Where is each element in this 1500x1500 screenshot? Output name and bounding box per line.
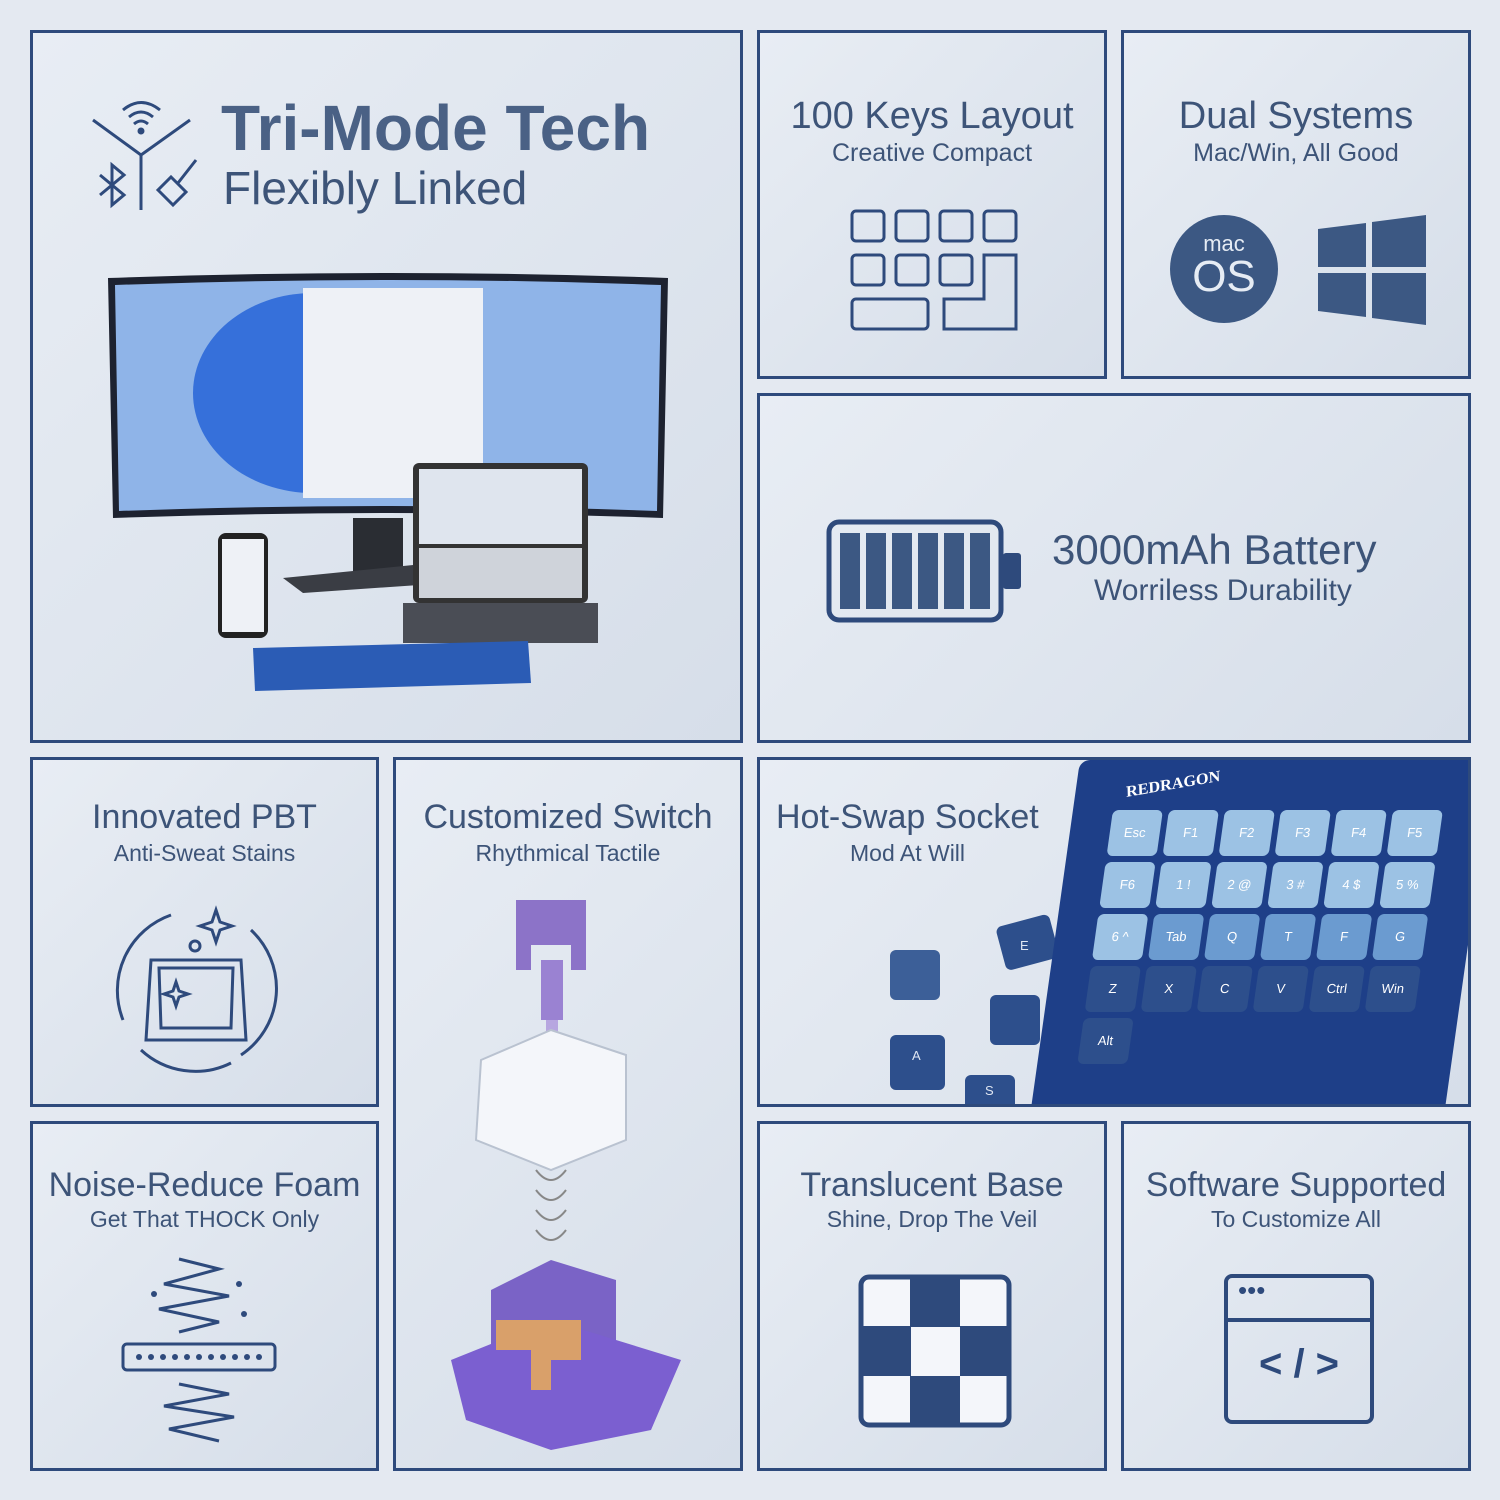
devices-illustration — [108, 273, 668, 691]
keycap: X — [1140, 966, 1198, 1012]
dual-systems-subtitle: Mac/Win, All Good — [1193, 139, 1399, 167]
keys-layout-subtitle: Creative Compact — [831, 139, 1033, 167]
keycap: Q — [1203, 914, 1261, 960]
panel-software: Software Supported To Customize All ••• … — [1121, 1121, 1471, 1471]
tri-mode-title: Tri-Mode Tech — [221, 92, 651, 164]
checker-icon — [858, 1274, 1012, 1428]
panel-translucent: Translucent Base Shine, Drop The Veil — [757, 1121, 1107, 1471]
keycap: F3 — [1274, 810, 1331, 856]
code-window-icon: ••• < / > — [1224, 1274, 1374, 1424]
tri-mode-subtitle: Flexibly Linked — [223, 162, 528, 214]
keycap: Esc — [1106, 810, 1163, 856]
panel-switch: Customized Switch Rhythmical Tactile — [393, 757, 743, 1471]
keycap: C — [1196, 966, 1254, 1012]
panel-tri-mode: Tri-Mode Tech Flexibly Linked — [30, 30, 743, 743]
keycap: 4 $ — [1323, 862, 1380, 908]
keycap: F — [1315, 914, 1373, 960]
keycap: T — [1259, 914, 1317, 960]
keycap: 2 @ — [1211, 862, 1268, 908]
translucent-subtitle: Shine, Drop The Veil — [826, 1206, 1038, 1232]
loose-key-a: A — [912, 1048, 921, 1063]
hot-swap-title: Hot-Swap Socket — [776, 798, 1039, 836]
panel-battery: 3000mAh Battery Worriless Durability — [757, 393, 1471, 743]
keycap: V — [1252, 966, 1310, 1012]
switch-title: Customized Switch — [423, 798, 713, 836]
loose-key-s: S — [985, 1083, 994, 1098]
redragon-logo: REDRAGON — [1125, 768, 1221, 801]
keycap: 5 % — [1379, 862, 1436, 908]
battery-subtitle: Worriless Durability — [1094, 574, 1352, 607]
panel-hot-swap: Hot-Swap Socket Mod At Will E A S REDRAG… — [757, 757, 1471, 1107]
foam-subtitle: Get That THOCK Only — [89, 1206, 320, 1232]
foam-title: Noise-Reduce Foam — [48, 1166, 361, 1204]
wireless-bluetooth-usb-icon — [92, 101, 198, 210]
macos-logo: mac OS — [1170, 215, 1278, 323]
keycap: Win — [1364, 966, 1422, 1012]
software-subtitle: To Customize All — [1210, 1206, 1381, 1232]
keycap: F1 — [1162, 810, 1219, 856]
battery-icon — [826, 519, 1021, 623]
loose-key-e: E — [1020, 938, 1029, 953]
keycap: F5 — [1386, 810, 1443, 856]
panel-pbt: Innovated PBT Anti-Sweat Stains — [30, 757, 379, 1107]
code-symbol: < / > — [1258, 1342, 1340, 1386]
hot-swap-subtitle: Mod At Will — [850, 840, 966, 866]
keycap: F4 — [1330, 810, 1387, 856]
keycap: 1 ! — [1155, 862, 1212, 908]
pbt-title: Innovated PBT — [92, 798, 317, 836]
keycap: Ctrl — [1308, 966, 1366, 1012]
keycap: Z — [1084, 966, 1142, 1012]
switch-subtitle: Rhythmical Tactile — [475, 840, 661, 866]
keycap: F2 — [1218, 810, 1275, 856]
keys-layout-title: 100 Keys Layout — [790, 95, 1074, 137]
keycap: F6 — [1099, 862, 1156, 908]
keycap: Tab — [1147, 914, 1205, 960]
keycap-sparkle-icon — [115, 905, 278, 1073]
pbt-subtitle: Anti-Sweat Stains — [113, 840, 296, 866]
keys-grid-icon — [850, 209, 1018, 331]
battery-title: 3000mAh Battery — [1052, 526, 1377, 573]
switch-exploded-illustration — [451, 900, 681, 1450]
loose-keycaps: E A S — [890, 914, 1059, 1104]
panel-foam: Noise-Reduce Foam Get That THOCK Only — [30, 1121, 379, 1471]
foam-noise-icon — [121, 1257, 277, 1443]
panel-dual-systems: Dual Systems Mac/Win, All Good mac OS — [1121, 30, 1471, 379]
dual-systems-title: Dual Systems — [1178, 95, 1414, 137]
panel-keys-layout: 100 Keys Layout Creative Compact — [757, 30, 1107, 379]
software-title: Software Supported — [1145, 1166, 1447, 1204]
windows-logo-icon — [1318, 215, 1426, 325]
keycap: 3 # — [1267, 862, 1324, 908]
keycap: 6 ^ — [1091, 914, 1149, 960]
translucent-title: Translucent Base — [800, 1166, 1064, 1204]
keycap: G — [1371, 914, 1429, 960]
keycap: Alt — [1077, 1018, 1134, 1064]
